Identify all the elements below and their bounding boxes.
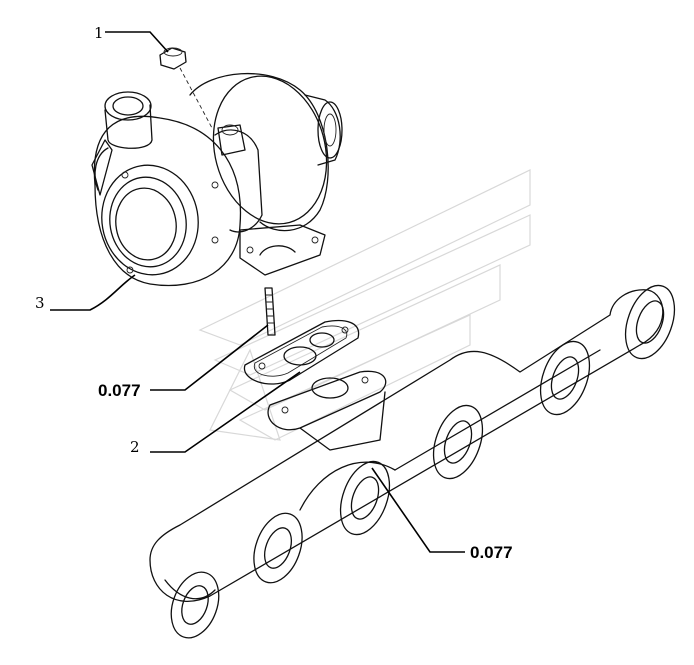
exhaust-manifold <box>149 284 676 639</box>
manifold-port-4 <box>432 404 484 480</box>
turbocharger <box>91 73 343 287</box>
callout-part-1: 1 <box>94 24 104 42</box>
manifold-turbo-flange <box>267 370 387 451</box>
stud <box>264 287 276 336</box>
manifold-port-5 <box>539 340 591 416</box>
callout-gasket-code-upper: 0.077 <box>98 381 141 400</box>
manifold-port-1 <box>170 571 220 639</box>
manifold-port-3 <box>339 460 391 536</box>
leader-part3 <box>50 274 136 311</box>
gasket <box>243 319 360 385</box>
callout-gasket-code-lower: 0.077 <box>470 543 513 562</box>
leader-lines <box>50 31 465 553</box>
manifold-port-2 <box>253 512 303 584</box>
manifold-port-6 <box>624 284 676 360</box>
leader-code-lower <box>371 467 465 553</box>
callout-part-2: 2 <box>130 438 140 456</box>
watermark-logo <box>198 169 531 441</box>
callout-part-3: 3 <box>35 294 45 312</box>
nut-axis-line <box>179 67 213 129</box>
nut <box>159 47 187 70</box>
leader-part2 <box>150 371 301 453</box>
leader-part1 <box>105 31 169 53</box>
leader-code-upper <box>150 324 269 391</box>
